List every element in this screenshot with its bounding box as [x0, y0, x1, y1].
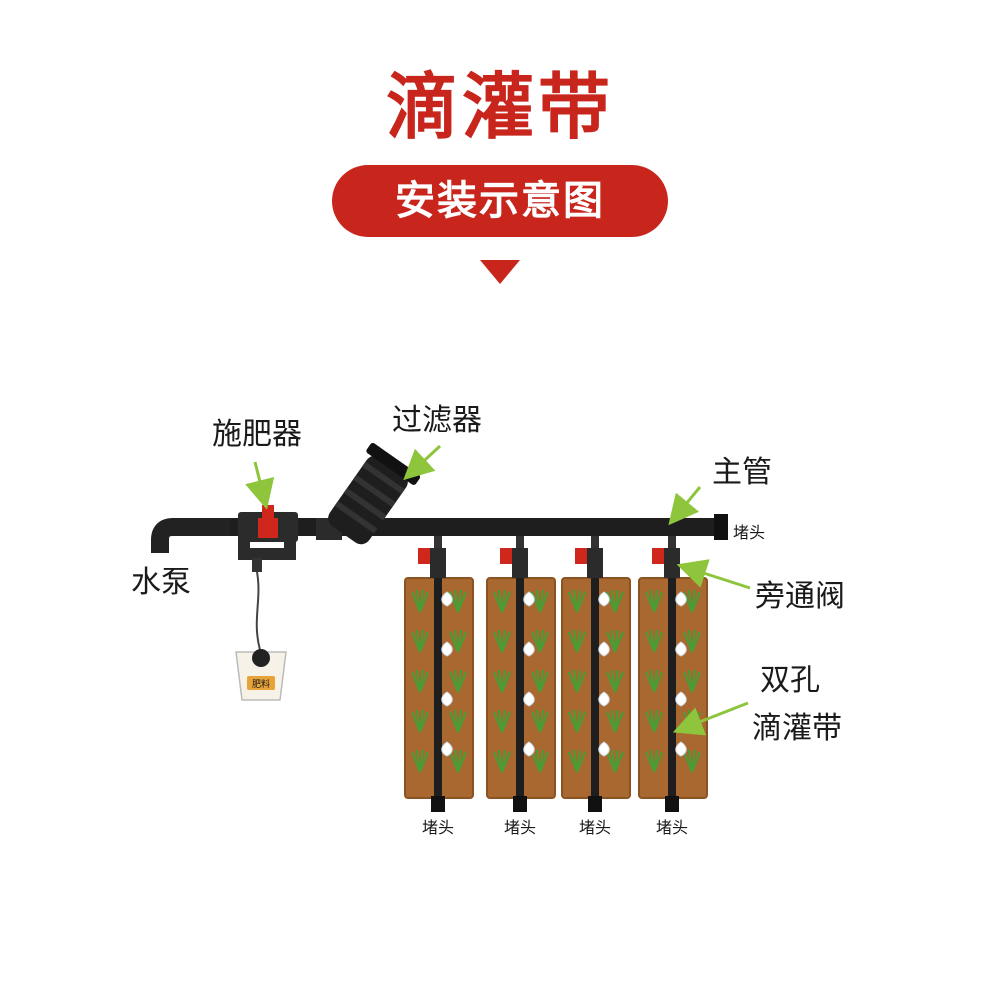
arrow-to-main-pipe — [668, 486, 702, 526]
fertilizer-bucket: 肥料 — [235, 649, 287, 701]
bucket-label: 肥料 — [252, 678, 270, 690]
label-drip-tape-1: 双孔 — [760, 663, 820, 698]
main-pipe — [230, 518, 716, 536]
fertilizer-injector — [238, 505, 298, 651]
drip-tapes — [418, 536, 680, 812]
page-title: 滴灌带 — [385, 65, 614, 149]
label-end-cap-2: 堵头 — [504, 818, 536, 837]
label-filter: 过滤器 — [392, 403, 482, 438]
main-pipe-end-cap — [714, 514, 728, 540]
arrow-to-filter — [403, 444, 442, 481]
label-bypass-valve: 旁通阀 — [755, 579, 845, 614]
soil-beds — [404, 577, 708, 799]
pointer-arrows — [245, 444, 751, 736]
label-end-cap-1: 堵头 — [422, 818, 454, 837]
label-fertilizer-injector: 施肥器 — [212, 417, 302, 452]
label-main-pipe: 主管 — [712, 455, 772, 490]
arrow-to-bypass-valve — [676, 559, 751, 590]
label-main-end-cap: 堵头 — [733, 523, 765, 542]
arrow-to-drip-tape — [672, 701, 749, 736]
label-drip-tape-2: 滴灌带 — [752, 711, 842, 746]
arrow-down-icon — [480, 260, 520, 284]
label-end-cap-4: 堵头 — [656, 818, 688, 837]
pump-inlet-pipe — [151, 518, 240, 553]
label-water-pump: 水泵 — [131, 565, 191, 600]
arrow-to-injector — [245, 461, 275, 510]
subtitle-badge: 安装示意图 — [332, 165, 668, 237]
label-end-cap-3: 堵头 — [579, 818, 611, 837]
